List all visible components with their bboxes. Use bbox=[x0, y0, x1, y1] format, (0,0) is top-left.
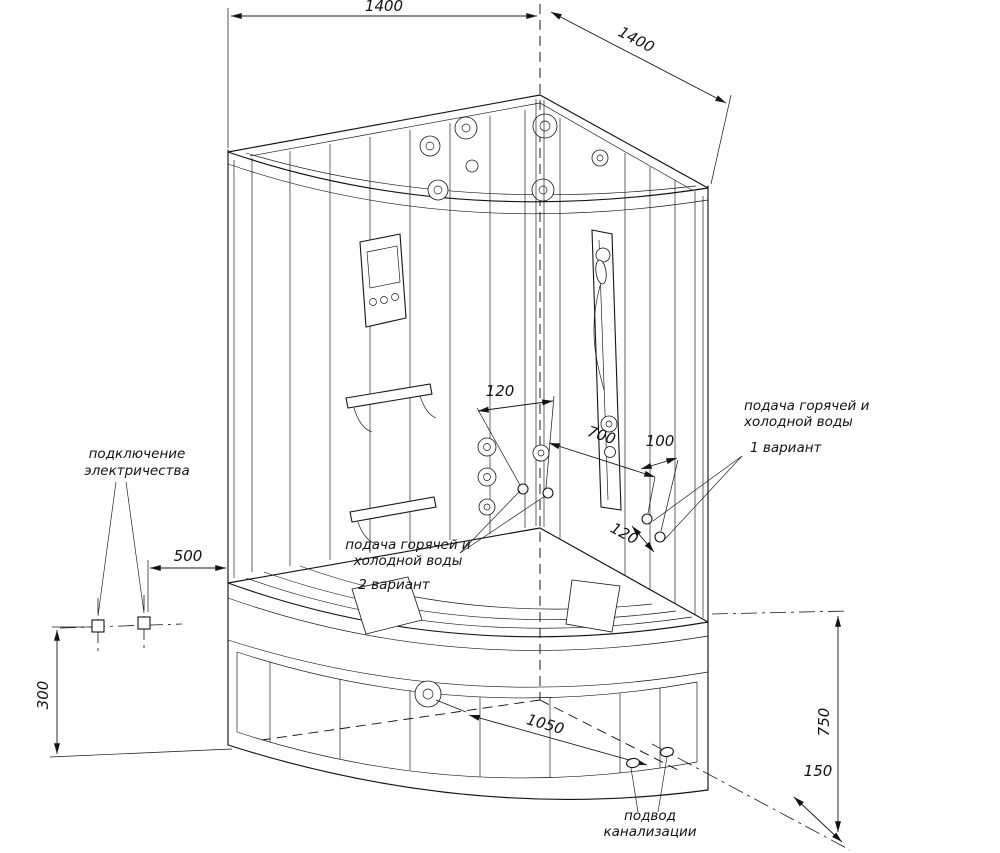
electric-box-right bbox=[137, 616, 151, 630]
dim-text-1400-right: 1400 bbox=[615, 23, 657, 57]
water-connection-variant2: 120 подача горячей и холодной воды 2 вар… bbox=[345, 382, 555, 593]
shelf-lower bbox=[349, 496, 437, 523]
dim-electric-height: 300 bbox=[34, 626, 233, 758]
bathtub-rim bbox=[227, 527, 709, 638]
hand-shower-icon bbox=[595, 247, 611, 263]
seat-left bbox=[351, 576, 423, 635]
drain-point-left bbox=[626, 757, 640, 769]
massage-jets bbox=[477, 437, 550, 516]
water2-variant-label: 2 вариант bbox=[358, 577, 431, 593]
sewer-label-line2: канализации bbox=[603, 824, 696, 840]
electric-label-line1: подключение bbox=[89, 446, 186, 462]
water-point-v2-left bbox=[517, 483, 529, 495]
dim-right-heights: 750 150 bbox=[711, 610, 849, 843]
shelf-upper bbox=[345, 383, 433, 409]
seat-right bbox=[565, 579, 621, 633]
sewer-connection: подвод канализации bbox=[603, 743, 851, 851]
water-point-v2-right bbox=[542, 487, 554, 499]
dim-text-750: 750 bbox=[815, 708, 833, 737]
control-panel bbox=[359, 233, 407, 328]
dim-width-left: 1400 bbox=[227, 0, 537, 148]
electric-label-line2: электричества bbox=[84, 463, 190, 479]
dim-text-100: 100 bbox=[646, 432, 675, 450]
shower-column bbox=[591, 229, 622, 511]
glass-walls bbox=[233, 99, 704, 618]
drain-point-right bbox=[660, 746, 674, 758]
water1-variant-label: 1 вариант bbox=[750, 440, 823, 456]
dim-electric-offset: 500 bbox=[147, 547, 226, 612]
front-apron bbox=[227, 597, 709, 800]
dim-width-right: 1400 bbox=[550, 11, 732, 185]
shower-hose bbox=[593, 285, 605, 391]
water-point-v1-right bbox=[654, 531, 666, 543]
cabin-outline bbox=[227, 4, 709, 791]
ceiling-fixtures bbox=[419, 113, 609, 202]
floor-hidden-edges bbox=[261, 699, 679, 771]
water-connection-variant1: 700 100 120 подача горячей и холодной во… bbox=[548, 398, 870, 553]
dim-floor-diagonal: 1050 bbox=[435, 699, 648, 766]
dim-text-120-b: 120 bbox=[607, 519, 641, 548]
water1-label-line2: холодной воды bbox=[743, 414, 853, 430]
dim-text-300: 300 bbox=[34, 681, 52, 710]
apron-access-cap bbox=[414, 680, 442, 708]
electric-connection: подключение электричества 500 300 bbox=[34, 446, 233, 758]
sewer-label-line1: подвод bbox=[624, 808, 676, 824]
dim-text-1050: 1050 bbox=[525, 710, 567, 738]
electric-box-left bbox=[91, 619, 105, 633]
dim-text-500: 500 bbox=[174, 547, 203, 565]
dim-text-150: 150 bbox=[804, 762, 833, 780]
dim-text-1400-left: 1400 bbox=[365, 0, 403, 15]
water-point-v1-left bbox=[641, 513, 653, 525]
water2-label-line1: подача горячей и bbox=[345, 537, 471, 553]
interior-equipment bbox=[345, 229, 622, 545]
dim-text-120-a: 120 bbox=[486, 382, 515, 400]
water1-label-line1: подача горячей и bbox=[744, 398, 870, 414]
water2-label-line2: холодной воды bbox=[353, 553, 463, 569]
